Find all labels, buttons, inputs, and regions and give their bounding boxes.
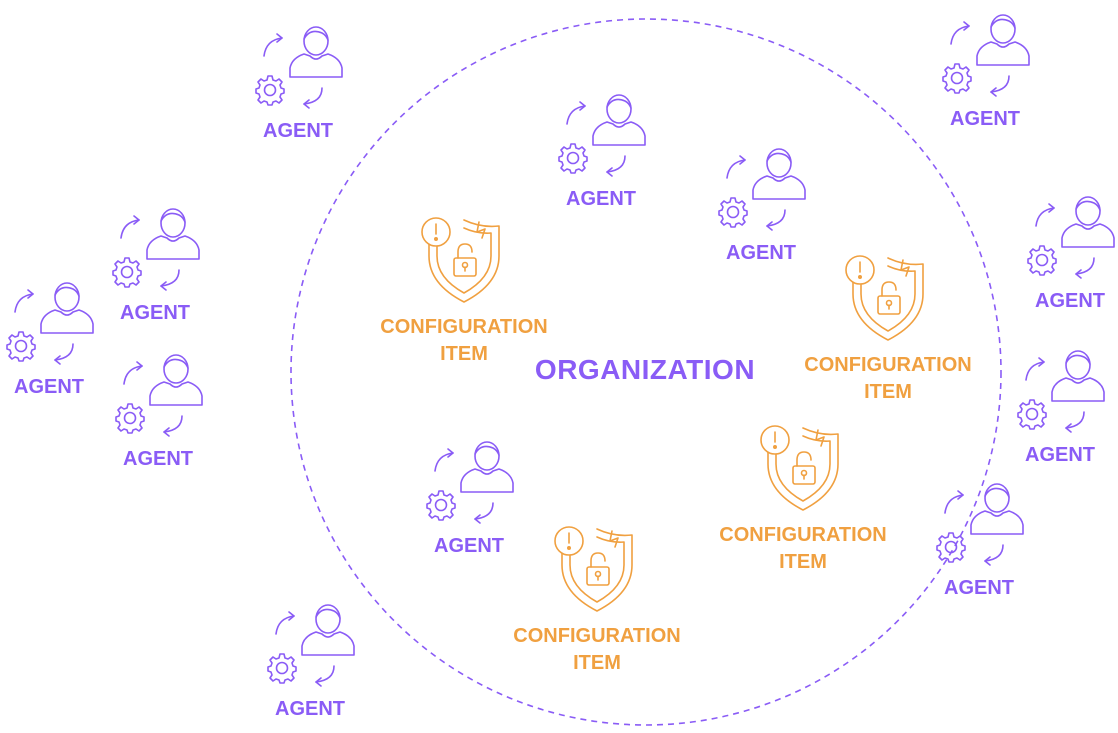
agent-label: AGENT xyxy=(950,108,1020,130)
configuration-item-label-line2: ITEM xyxy=(864,381,912,403)
agent-label: AGENT xyxy=(123,448,193,470)
agent-label: AGENT xyxy=(275,698,345,720)
shield-lock-alert-icon xyxy=(421,217,500,303)
agent-node: AGENT xyxy=(551,86,651,221)
agent-label: AGENT xyxy=(726,242,796,264)
configuration-item-label-line2: ITEM xyxy=(573,652,621,674)
agent-node: AGENT xyxy=(248,18,348,153)
agent-node: AGENT xyxy=(0,274,99,409)
agent-cycle-icon xyxy=(6,282,94,365)
agent-label: AGENT xyxy=(263,120,333,142)
agent-label: AGENT xyxy=(434,535,504,557)
shield-lock-alert-icon xyxy=(760,425,839,511)
agent-cycle-icon xyxy=(1017,350,1105,433)
configuration-item-label-line2: ITEM xyxy=(440,343,488,365)
agent-node: AGENT xyxy=(711,140,811,275)
agent-cycle-icon xyxy=(426,441,514,524)
agent-node: AGENT xyxy=(929,475,1029,610)
shield-lock-alert-icon xyxy=(554,526,633,612)
agent-label: AGENT xyxy=(120,302,190,324)
agent-label: AGENT xyxy=(566,188,636,210)
agent-node: AGENT xyxy=(105,200,205,335)
configuration-item-node: CONFIGURATION ITEM xyxy=(788,252,988,412)
agent-label: AGENT xyxy=(1025,444,1095,466)
agent-cycle-icon xyxy=(558,94,646,177)
agent-cycle-icon xyxy=(112,208,200,291)
agent-cycle-icon xyxy=(1027,196,1115,279)
agent-label: AGENT xyxy=(944,577,1014,599)
agent-node: AGENT xyxy=(260,596,360,731)
agent-node: AGENT xyxy=(1010,342,1110,477)
agent-node: AGENT xyxy=(419,433,519,568)
configuration-item-label-line1: CONFIGURATION xyxy=(719,524,887,546)
agent-node: AGENT xyxy=(935,6,1035,141)
configuration-item-label-line2: ITEM xyxy=(779,551,827,573)
agent-cycle-icon xyxy=(255,26,343,109)
configuration-item-node: CONFIGURATION ITEM xyxy=(364,214,564,374)
agent-cycle-icon xyxy=(936,483,1024,566)
configuration-item-label-line1: CONFIGURATION xyxy=(380,316,548,338)
shield-lock-alert-icon xyxy=(845,255,924,341)
agent-cycle-icon xyxy=(115,354,203,437)
agent-label: AGENT xyxy=(1035,290,1105,312)
configuration-item-node: CONFIGURATION ITEM xyxy=(703,422,903,582)
configuration-item-label-line1: CONFIGURATION xyxy=(804,354,972,376)
agent-cycle-icon xyxy=(942,14,1030,97)
agent-node: AGENT xyxy=(108,346,208,481)
agent-label: AGENT xyxy=(14,376,84,398)
agent-node: AGENT xyxy=(1020,188,1118,323)
configuration-item-node: CONFIGURATION ITEM xyxy=(497,523,697,683)
agent-cycle-icon xyxy=(718,148,806,231)
organization-label: ORGANIZATION xyxy=(534,354,756,385)
configuration-item-label-line1: CONFIGURATION xyxy=(513,625,681,647)
agent-cycle-icon xyxy=(267,604,355,687)
